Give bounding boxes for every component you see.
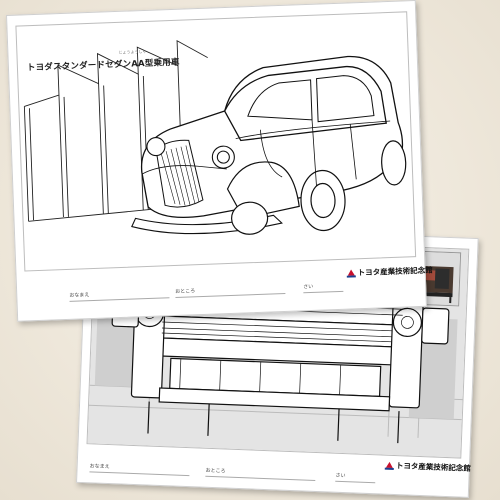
car-name-fields: おなまえ おところ さい [25,279,417,313]
loom-field-age-label: さい [335,472,346,480]
car-museum-logo: トヨタ産業技術記念館 [346,265,433,279]
car-museum-logo-text: トヨタ産業技術記念館 [357,265,433,278]
loom-field-address-line[interactable] [205,475,316,481]
car-field-age-label: さい [303,283,314,291]
loom-museum-logo: トヨタ産業技術記念館 [384,460,472,474]
loom-field-address-label: おところ [205,467,226,475]
loom-field-name-label: おなまえ [89,463,110,471]
loom-field-name-line[interactable] [89,471,190,477]
car-field-name-label: おなまえ [69,292,90,299]
loom-museum-logo-text: トヨタ産業技術記念館 [395,461,472,473]
toyota-museum-logo-icon [384,461,394,470]
car-drawing-frame [15,11,417,272]
car-field-age-line[interactable] [303,290,344,294]
car-title-furigana: じょうようしゃ [118,48,147,55]
car-field-address-label: おところ [175,288,196,295]
loom-field-age-line[interactable] [335,480,376,484]
car-line-drawing [23,39,407,235]
toyota-museum-logo-icon [346,268,356,278]
car-coloring-sheet[interactable]: じょうようしゃ トヨダスタンダードセダンAA型乗用車 トヨタ産業技術記念館 おな… [6,0,433,322]
